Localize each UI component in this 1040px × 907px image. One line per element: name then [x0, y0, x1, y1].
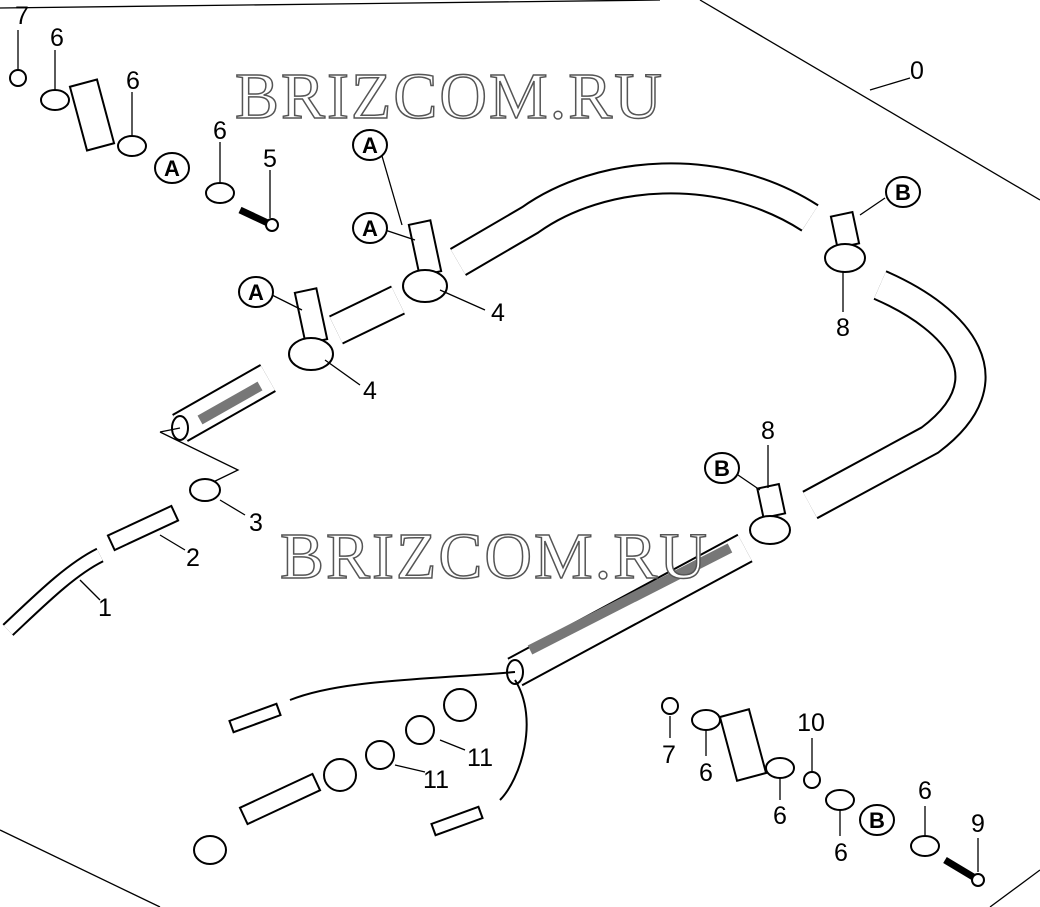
callout: 11 — [467, 744, 493, 772]
callout: 6 — [126, 67, 140, 95]
hose-assembly — [159, 162, 987, 687]
svg-text:A: A — [362, 133, 378, 158]
hose-fitting — [2, 478, 221, 636]
svg-text:B: B — [714, 456, 730, 481]
watermark: BRIZCOM.RU — [280, 520, 709, 593]
callout: 6 — [773, 802, 787, 830]
clamps — [288, 210, 866, 545]
reference-a: A — [352, 212, 388, 244]
clamp-4-upper — [402, 219, 448, 303]
svg-text:A: A — [164, 156, 180, 181]
reference-a: A — [154, 152, 190, 184]
callout: 7 — [662, 741, 676, 769]
svg-text:B: B — [895, 180, 911, 205]
hardware-bottom-right — [661, 697, 985, 887]
callout: 8 — [836, 314, 850, 342]
callout: 10 — [797, 709, 825, 737]
clamp-8-upper — [824, 210, 866, 273]
callout: 7 — [15, 2, 29, 30]
callout: 6 — [50, 24, 64, 52]
callout: 4 — [363, 377, 377, 405]
reference-a: A — [352, 129, 388, 161]
clamp-8-lower — [749, 482, 791, 545]
reference-a: A — [238, 276, 274, 308]
svg-text:B: B — [869, 808, 885, 833]
callout: 5 — [263, 145, 277, 173]
reference-markers: A A A A B B B — [154, 129, 921, 836]
wires-fittings — [193, 671, 528, 865]
callout: 1 — [98, 594, 112, 622]
callout: 6 — [918, 777, 932, 805]
callout: 3 — [249, 509, 263, 537]
callout: 0 — [910, 57, 924, 85]
callout: 8 — [761, 417, 775, 445]
callout: 6 — [213, 117, 227, 145]
clamp-4-lower — [288, 287, 334, 371]
callout: 4 — [491, 299, 505, 327]
callout-numbers: 7 6 6 6 5 4 4 0 8 8 3 2 1 11 11 7 6 10 6… — [15, 2, 985, 867]
callout: 2 — [186, 544, 200, 572]
watermark: BRIZCOM.RU — [235, 60, 664, 133]
callout: 11 — [423, 766, 449, 794]
callout: 6 — [699, 759, 713, 787]
callout: 9 — [971, 810, 985, 838]
reference-b: B — [704, 452, 740, 484]
reference-b: B — [885, 176, 921, 208]
callout: 6 — [834, 839, 848, 867]
svg-text:A: A — [248, 280, 264, 305]
svg-text:A: A — [362, 216, 378, 241]
reference-b: B — [859, 804, 895, 836]
leader-lines — [17, 30, 979, 872]
